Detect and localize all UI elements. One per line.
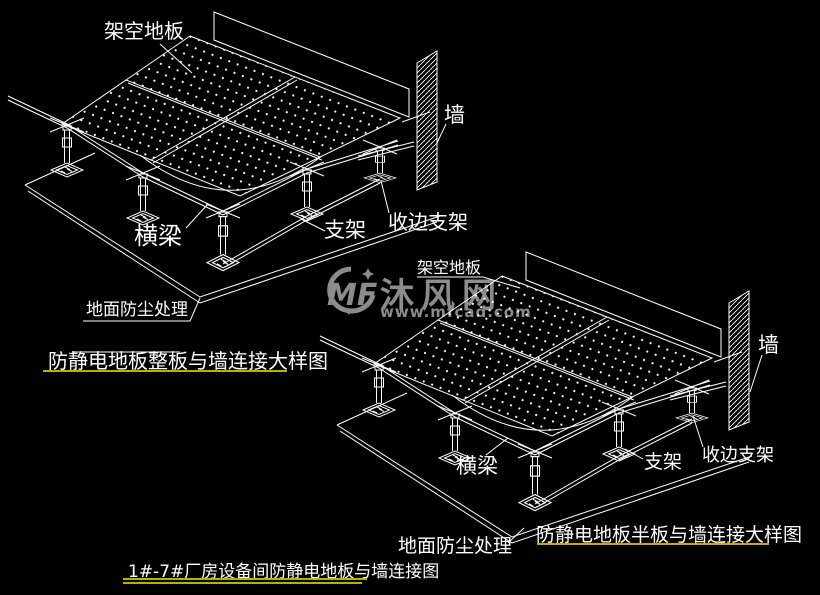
- label-edge-bracket-half: 收边支架: [702, 445, 774, 466]
- leaders-full-panel: [72, 43, 447, 353]
- label-ground-treatment-full: 地面防尘处理: [86, 300, 188, 320]
- title-full-panel: 防静电地板整板与墙连接大样图: [48, 349, 328, 373]
- caption-underline-1: [123, 578, 367, 580]
- label-raised-floor-half: 架空地板: [417, 258, 482, 277]
- svg-text:MF: MF: [327, 278, 378, 313]
- leaders-half-panel: [417, 276, 763, 544]
- label-wall-full: 墙: [444, 103, 465, 127]
- label-wall-half: 墙: [758, 333, 779, 357]
- title-underline-full: [43, 370, 287, 372]
- sheet-caption: 1#-7#厂房设备间防静电地板与墙连接图: [128, 562, 440, 582]
- label-cross-beam-full: 横梁: [134, 222, 182, 250]
- title-underline-half: [537, 543, 769, 545]
- label-support-bracket-full: 支架: [324, 218, 366, 242]
- label-raised-floor-full: 架空地板: [104, 19, 184, 43]
- title-half-panel: 防静电地板半板与墙连接大样图: [536, 524, 803, 546]
- label-cross-beam-half: 横梁: [456, 454, 498, 478]
- label-edge-bracket-full: 收边支架: [388, 210, 468, 234]
- caption-underline-2: [123, 582, 362, 584]
- assembly-full-panel: [8, 12, 440, 303]
- assembly-half-panel: [320, 252, 752, 543]
- label-ground-treatment-half: 地面防尘处理: [398, 535, 513, 557]
- label-support-bracket-half: 支架: [644, 451, 683, 473]
- mf-logo-icon: MF: [327, 266, 378, 315]
